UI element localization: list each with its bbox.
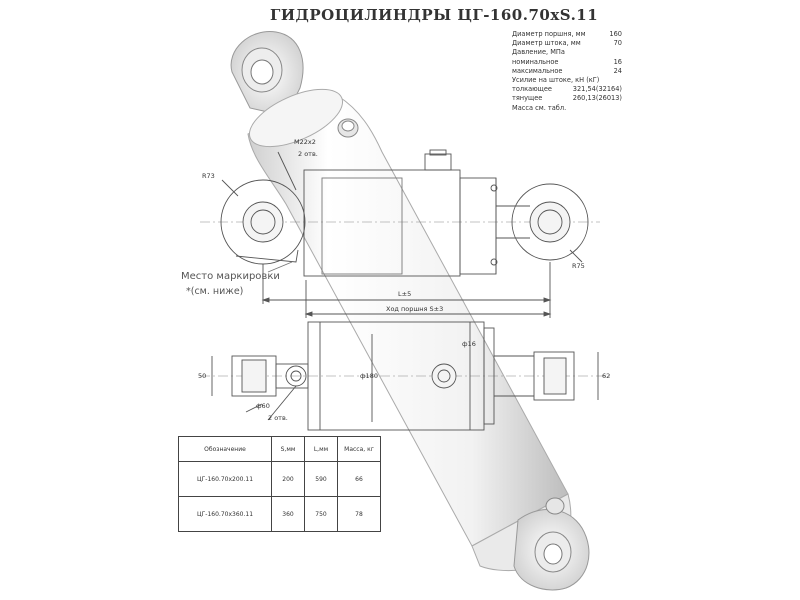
table-cell: ЦГ-160.70х200.11 [178,461,272,497]
table-header: S,мм [271,436,305,462]
parts-table: Обозначение S,мм L,мм Масса, кг ЦГ-160.7… [178,436,381,532]
table-cell: ЦГ-160.70х360.11 [178,496,272,532]
spec-row: Масса см. табл. [512,103,567,112]
stroke-dim-label: Ход поршня S±3 [386,305,444,313]
table-header: L,мм [304,436,338,462]
left-eye-bore [242,201,284,243]
thread-port-label: М22х2 [294,138,316,146]
table-cell: 750 [304,496,338,532]
holes-bottom-label: 2 отв. [268,414,288,422]
table-header: Масса, кг [337,436,381,462]
barrel-top-cap [248,88,344,148]
marking-note-label: *(см. ниже) [186,286,244,297]
left-eye-radius-label: R73 [202,172,215,180]
cylinder-3d-view [230,31,590,591]
side-port [431,363,457,389]
front-view [200,149,600,318]
table-cell: 66 [337,461,381,497]
top-port [424,153,452,171]
table-cell: 200 [271,461,305,497]
table-row: ЦГ-160.70х360.11 360 750 78 [178,496,381,532]
side-view [200,321,610,431]
marking-place-label: Место маркировки [181,271,280,282]
drawing-title: ГИДРОЦИЛИНДРЫ ЦГ-160.70xS.11 [270,6,599,24]
table-cell: 590 [304,461,338,497]
port-dim-label: ф16 [462,340,476,348]
pin-bore-label: ф60 [256,402,270,410]
length-dim-label: L±5 [398,290,412,298]
eye-width-left-label: 50 [198,372,207,380]
table-cell: 78 [337,496,381,532]
table-header-row: Обозначение S,мм L,мм Масса, кг [178,436,381,462]
spec-row: Давление, МПа [512,48,565,57]
right-eye-radius-label: R75 [572,262,585,270]
table-row: ЦГ-160.70х200.11 200 590 66 [178,461,381,497]
spec-row: Усилие на штоке, кН (кГ) [512,76,600,85]
table-header: Обозначение [178,436,272,462]
body-dia-label: ф180 [360,372,378,380]
eye-width-right-label: 62 [602,372,611,380]
right-eye-bore [529,201,571,243]
holes-top-label: 2 отв. [298,150,318,158]
table-cell: 360 [271,496,305,532]
bottom-port-boss [545,497,565,515]
